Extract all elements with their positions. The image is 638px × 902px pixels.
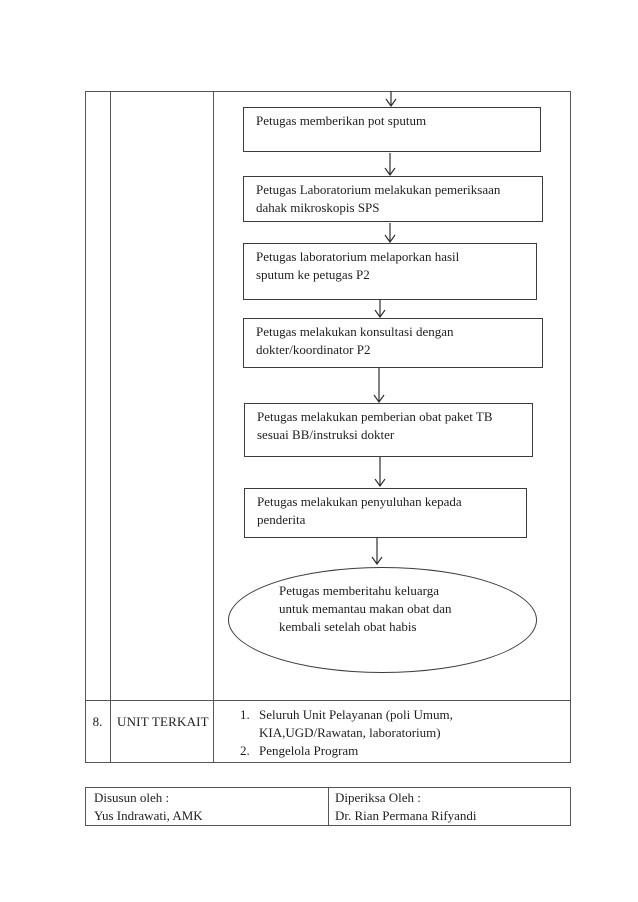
list-item: 2. Pengelola Program: [240, 742, 567, 760]
down-arrow-icon: [384, 223, 396, 243]
list-item-text: Seluruh Unit Pelayanan (poli Umum, KIA,U…: [259, 707, 453, 740]
down-arrow-icon: [371, 538, 383, 565]
list-item-number: 2.: [240, 743, 250, 758]
flow-step-2-box: Petugas Laboratorium melakukan pemeriksa…: [243, 176, 543, 222]
list-item-number: 1.: [240, 707, 250, 722]
checked-by-label: Diperiksa Oleh :: [335, 790, 421, 805]
flow-terminator-ellipse: Petugas memberitahu keluarga untuk meman…: [228, 567, 537, 673]
flow-step-4-box: Petugas melakukan konsultasi dengan dokt…: [243, 318, 543, 368]
flow-step-1-box: Petugas memberikan pot sputum: [243, 107, 541, 152]
unit-row-label: UNIT TERKAIT: [117, 714, 209, 729]
down-arrow-icon: [374, 457, 386, 487]
table-column-divider-1: [110, 91, 111, 762]
flow-step-6-box: Petugas melakukan penyuluhan kepada pend…: [244, 488, 527, 538]
unit-list: 1. Seluruh Unit Pelayanan (poli Umum, KI…: [213, 700, 571, 762]
procedure-table-frame: [85, 91, 571, 763]
table-column-divider-2: [213, 91, 214, 762]
prepared-by-label: Disusun oleh :: [94, 790, 170, 805]
down-arrow-icon: [374, 300, 386, 318]
table-row-divider: [85, 700, 571, 701]
list-item: 1. Seluruh Unit Pelayanan (poli Umum, KI…: [240, 706, 567, 742]
flow-step-3-box: Petugas laboratorium melaporkan hasil sp…: [243, 243, 537, 300]
down-arrow-icon: [384, 153, 396, 176]
flow-step-5-box: Petugas melakukan pemberian obat paket T…: [244, 403, 533, 457]
list-item-text: Pengelola Program: [259, 743, 359, 758]
unit-row-number: 8.: [92, 714, 103, 729]
prepared-by-name: Yus Indrawati, AMK: [94, 808, 203, 823]
signoff-table-divider: [328, 787, 329, 826]
down-arrow-icon: [373, 368, 385, 403]
checked-by-cell: Diperiksa Oleh : Dr. Rian Permana Rifyan…: [328, 787, 571, 826]
down-arrow-icon: [385, 91, 397, 107]
checked-by-name: Dr. Rian Permana Rifyandi: [335, 808, 477, 823]
prepared-by-cell: Disusun oleh : Yus Indrawati, AMK: [85, 787, 328, 826]
